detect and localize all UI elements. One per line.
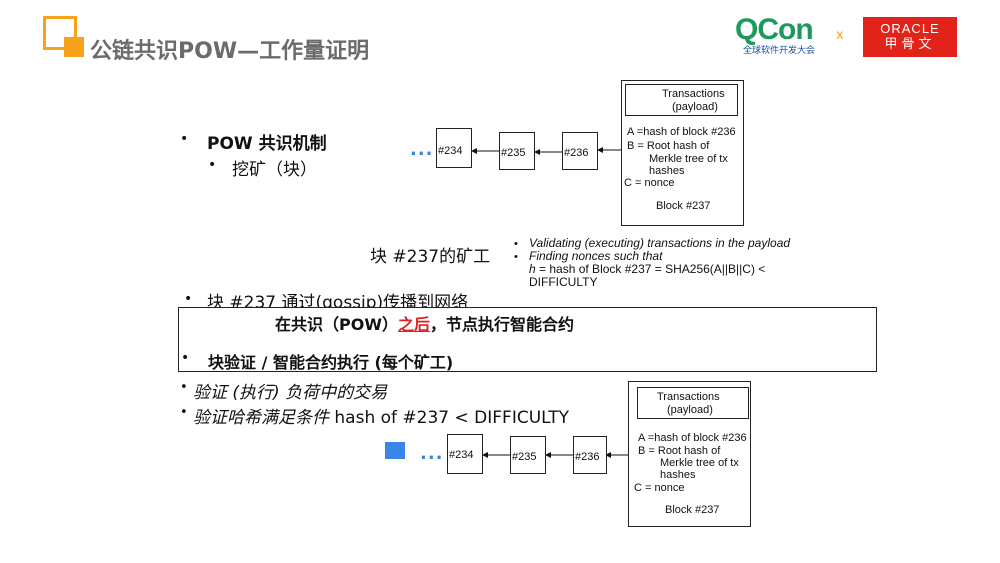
block-235: #235 xyxy=(499,132,535,170)
block-235-bottom: #235 xyxy=(510,436,546,474)
block-236: #236 xyxy=(562,132,598,170)
bullet-mining: 挖矿（块） xyxy=(232,160,317,180)
qcon-subtitle: 全球软件开发大会 xyxy=(742,46,815,56)
oracle-chinese: 甲骨文 xyxy=(884,37,936,52)
miner-task-nonce: Finding nonces such that xyxy=(529,249,663,263)
tx-title: Transactions xyxy=(657,391,720,403)
block-237-label: Block #237 xyxy=(656,200,711,212)
formula-rest: = hash of Block #237 = SHA256(A||B||C) < xyxy=(535,262,766,276)
tx-subtitle: (payload) xyxy=(672,101,718,113)
tx-title: Transactions xyxy=(662,88,725,100)
blue-marker-square xyxy=(385,442,405,459)
block-236-label: #236 xyxy=(575,451,600,463)
block-236-label: #236 xyxy=(564,147,589,159)
title-accent-outline xyxy=(43,16,77,50)
block-237-label: Block #237 xyxy=(665,504,720,516)
block-237: Transactions (payload) A =hash of block … xyxy=(621,80,744,226)
oracle-logo: ORACLE 甲骨文 xyxy=(863,17,957,57)
bullet-dot: • xyxy=(514,238,518,250)
block-237-bottom: Transactions (payload) A =hash of block … xyxy=(628,381,751,527)
verify-tx-item: 验证 (执行) 负荷中的交易 xyxy=(193,383,388,403)
block-235-label: #235 xyxy=(512,451,537,463)
title-accent-square xyxy=(64,37,84,57)
miner-task-validate: Validating (executing) transactions in t… xyxy=(529,236,791,250)
field-a: A =hash of block #236 xyxy=(638,432,747,444)
bullet-dot: • xyxy=(180,405,188,420)
bullet-dot: • xyxy=(184,291,193,307)
partner-separator: x xyxy=(836,28,844,43)
bullet-dot: • xyxy=(181,350,190,366)
block-234: #234 xyxy=(436,128,472,168)
field-b-cont2: hashes xyxy=(660,469,696,481)
bullet-pow-consensus: POW 共识机制 xyxy=(207,134,327,154)
consensus-pre: 在共识（POW） xyxy=(275,315,398,334)
verify-bullet: 块验证 / 智能合约执行 (每个矿工) xyxy=(208,353,454,372)
page-title: 公链共识POW—工作量证明 xyxy=(90,39,370,64)
miner-label: 块 #237的矿工 xyxy=(370,247,491,267)
qcon-wordmark: QCon xyxy=(735,14,823,46)
verify-hash-rest: hash of #237 < DIFFICULTY xyxy=(334,408,570,428)
verify-hash-item: 验证哈希满足条件 hash of #237 < DIFFICULTY xyxy=(193,403,569,428)
bullet-dot: • xyxy=(514,251,518,263)
block-235-label: #235 xyxy=(501,147,526,159)
qcon-wordmark-text: QCon xyxy=(735,13,814,46)
field-b-cont: Merkle tree of tx xyxy=(649,153,728,165)
consensus-emphasis: 之后 xyxy=(397,315,430,334)
block-234-bottom: #234 xyxy=(447,434,483,474)
field-c: C = nonce xyxy=(624,177,675,189)
block-236-bottom: #236 xyxy=(573,436,607,474)
field-b-cont: Merkle tree of tx xyxy=(660,457,739,469)
formula-line1: h = hash of Block #237 = SHA256(A||B||C)… xyxy=(529,263,765,276)
formula-line2: DIFFICULTY xyxy=(529,275,598,289)
bullet-dot: • xyxy=(180,131,189,147)
oracle-wordmark: ORACLE xyxy=(880,21,940,36)
field-b-cont2: hashes xyxy=(649,165,685,177)
field-b: B = Root hash of xyxy=(638,445,721,457)
block-234-label: #234 xyxy=(449,449,474,461)
consensus-post: ，节点执行智能合约 xyxy=(430,315,575,334)
field-a: A =hash of block #236 xyxy=(627,126,736,138)
bullet-dot: • xyxy=(208,157,217,173)
verify-hash-italic: 验证哈希满足条件 xyxy=(193,408,335,428)
transactions-box: Transactions (payload) xyxy=(625,84,738,116)
tx-subtitle: (payload) xyxy=(667,404,713,416)
bullet-dot: • xyxy=(180,380,188,395)
chain-ellipsis-bottom: ... xyxy=(420,443,444,464)
qcon-logo: QCon 全球软件开发大会 xyxy=(735,14,823,57)
formula-h: h xyxy=(529,262,536,276)
chain-ellipsis: ... xyxy=(410,139,434,160)
consensus-heading: 在共识（POW）之后，节点执行智能合约 xyxy=(275,311,574,335)
field-c: C = nonce xyxy=(634,482,685,494)
block-234-label: #234 xyxy=(438,145,463,157)
field-b: B = Root hash of xyxy=(627,140,710,152)
consensus-box: 在共识（POW）之后，节点执行智能合约 • 块验证 / 智能合约执行 (每个矿工… xyxy=(178,307,877,372)
transactions-box: Transactions (payload) xyxy=(637,387,749,419)
